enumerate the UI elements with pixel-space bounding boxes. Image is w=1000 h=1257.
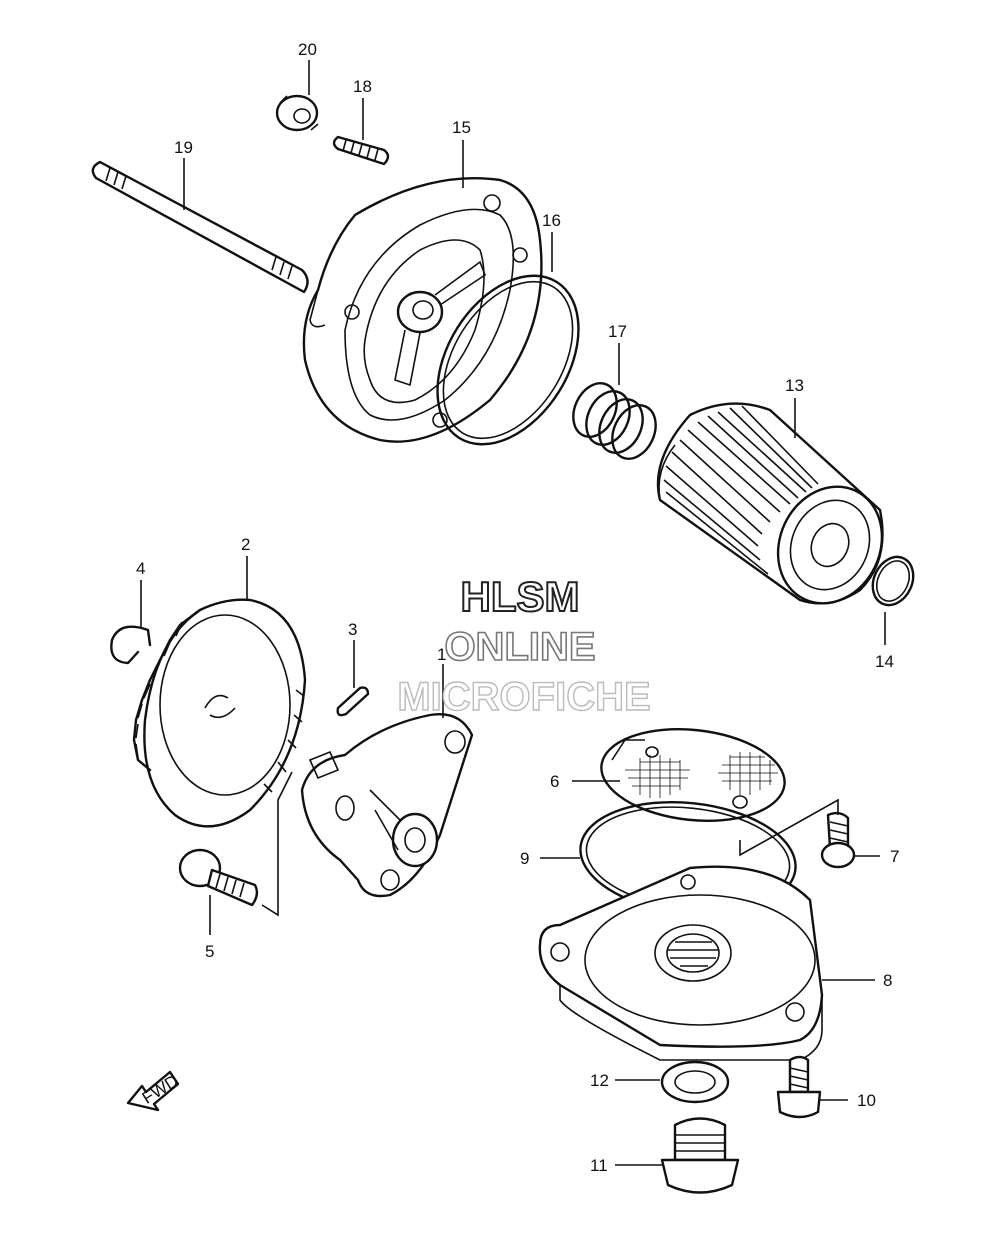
- callout-3: 3: [348, 620, 357, 639]
- part-4-circlip[interactable]: [110, 625, 152, 665]
- fwd-arrow-icon: FWD: [126, 1070, 182, 1112]
- callout-numbers: 20 18 19 15 16 17 13 14 4 2 3 1 5 6 9 7 …: [136, 40, 899, 1175]
- part-8-base-cover[interactable]: [538, 865, 824, 1061]
- callout-1: 1: [437, 645, 446, 664]
- part-20-nut[interactable]: [275, 94, 319, 132]
- part-19-rod[interactable]: [91, 160, 309, 294]
- callout-18: 18: [353, 77, 372, 96]
- callout-19: 19: [174, 138, 193, 157]
- assembly-line: [261, 771, 293, 917]
- callout-5: 5: [205, 942, 214, 961]
- callout-15: 15: [452, 118, 471, 137]
- callout-6: 6: [550, 772, 559, 791]
- part-11-drain-plug[interactable]: [660, 1117, 740, 1194]
- part-5-bolt[interactable]: [178, 848, 259, 907]
- callout-8: 8: [883, 971, 892, 990]
- callout-12: 12: [590, 1071, 609, 1090]
- callout-7: 7: [890, 847, 899, 866]
- callout-10: 10: [857, 1091, 876, 1110]
- callout-13: 13: [785, 376, 804, 395]
- callout-11: 11: [590, 1156, 608, 1175]
- part-15-filter-cover[interactable]: [302, 177, 543, 443]
- part-17-spring[interactable]: [565, 376, 664, 466]
- part-12-washer[interactable]: [660, 1060, 730, 1104]
- watermark-line3: MICROFICHE: [397, 675, 650, 719]
- part-6-strainer[interactable]: [597, 721, 789, 830]
- callout-9: 9: [520, 849, 529, 868]
- part-13-oil-filter[interactable]: [656, 402, 901, 621]
- callout-14: 14: [875, 652, 894, 671]
- part-2-gear[interactable]: [132, 598, 307, 828]
- leader-lines: [140, 60, 886, 1166]
- callout-17: 17: [608, 322, 627, 341]
- callout-4: 4: [136, 559, 145, 578]
- part-16-o-ring[interactable]: [408, 250, 607, 470]
- part-7-bolt[interactable]: [820, 811, 856, 869]
- part-14-o-ring[interactable]: [865, 550, 921, 611]
- callout-2: 2: [241, 535, 250, 554]
- part-18-stud[interactable]: [332, 135, 390, 166]
- watermark: HLSM ONLINE MICROFICHE: [397, 572, 652, 720]
- callout-20: 20: [298, 40, 317, 59]
- part-3-pin[interactable]: [336, 686, 370, 717]
- part-1-oil-pump[interactable]: [300, 713, 474, 898]
- watermark-line1: HLSM: [461, 573, 580, 620]
- watermark-line2: ONLINE: [444, 625, 595, 669]
- callout-16: 16: [542, 211, 561, 230]
- part-10-bolt[interactable]: [776, 1055, 822, 1119]
- fwd-label: FWD: [139, 1071, 182, 1108]
